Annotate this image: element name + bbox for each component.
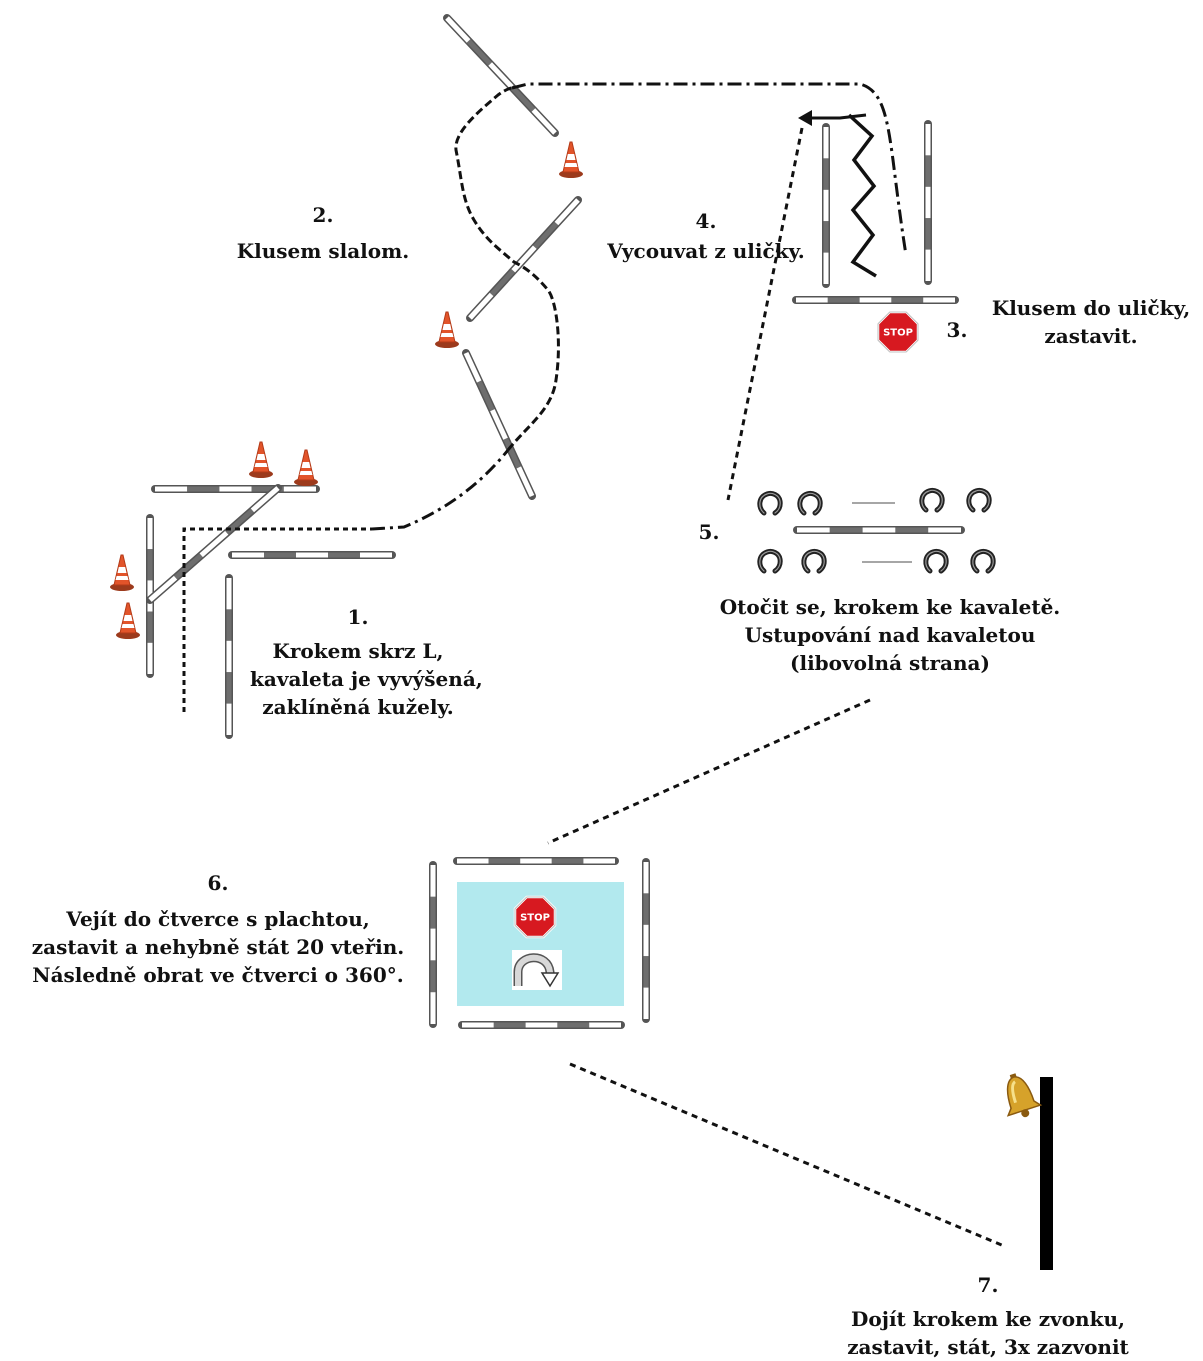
horseshoe-icon <box>760 551 780 571</box>
bell-icon <box>1006 1073 1043 1118</box>
station-text-line: zastavit. <box>1044 324 1138 348</box>
station-text-line: zastavit, stát, 3x zazvonit <box>847 1335 1129 1359</box>
poles-layer <box>146 14 965 1029</box>
station-text-line: zaklíněná kužely. <box>262 695 454 719</box>
pole-icon <box>146 484 282 604</box>
svg-text:STOP: STOP <box>883 328 913 339</box>
pole-icon <box>443 14 559 137</box>
station-text-line: (libovolná strana) <box>790 651 990 675</box>
route-4-5 <box>726 127 804 501</box>
stop-sign-icon: STOP <box>876 310 920 354</box>
station-4-label: 4. Vycouvat z uličky. <box>592 207 820 265</box>
horseshoe-icon <box>922 490 942 510</box>
station-text-line: Ustupování nad kavaletou <box>744 623 1036 647</box>
station-text-line: Dojít krokem ke zvonku, <box>851 1307 1125 1331</box>
pole-icon <box>466 196 582 322</box>
station-number: 7. <box>977 1273 999 1297</box>
traffic-cone-icon <box>109 554 135 592</box>
route-lines <box>182 82 1005 1248</box>
station-number: 2. <box>312 203 334 227</box>
route-segment-1-2 <box>371 449 510 531</box>
route-top <box>511 82 908 256</box>
horseshoe-icon <box>760 493 780 513</box>
backup-zigzag-arrow <box>798 110 877 278</box>
station-7-label: 7. Dojít krokem ke zvonku, zastavit, stá… <box>838 1271 1138 1361</box>
route-slalom <box>454 86 560 451</box>
station-1-label: 1. Krokem skrz L, kavaleta je vyvýšená, … <box>250 603 483 721</box>
stop-sign-icon: STOP <box>513 895 557 939</box>
station-2-label: 2. Klusem slalom. <box>221 201 425 265</box>
traffic-cone-icon <box>293 449 319 487</box>
traffic-cone-icon <box>434 311 460 349</box>
horseshoe-icon <box>969 490 989 510</box>
station-number: 6. <box>207 871 229 895</box>
station-6-label: 6. Vejít do čtverce s plachtou, zastavit… <box>8 869 428 989</box>
bell-post <box>1040 1077 1053 1270</box>
station-5-label: Otočit se, krokem ke kavaletě. Ustupován… <box>690 593 1090 677</box>
horseshoes <box>760 490 993 571</box>
horseshoe-icon <box>973 551 993 571</box>
route-5-6 <box>547 698 871 845</box>
station-text-line: Následně obrat ve čtverci o 360°. <box>32 963 404 987</box>
station-text-line: Vycouvat z uličky. <box>607 239 805 263</box>
station-text-line: Klusem slalom. <box>236 239 410 263</box>
station-number: 4. <box>695 209 717 233</box>
traffic-cone-icon <box>248 441 274 479</box>
traffic-cone-icon <box>115 602 141 640</box>
traffic-cone-icon <box>558 141 584 179</box>
horseshoe-icon <box>800 493 820 513</box>
route-6-7 <box>569 1062 1005 1248</box>
station-5-number: 5. <box>698 520 720 544</box>
station-number: 1. <box>347 605 369 629</box>
u-turn-arrow-icon <box>512 950 562 990</box>
route-segment-1 <box>182 527 372 712</box>
station-text-line: Klusem do uličky, <box>991 296 1191 320</box>
station-text-line: Otočit se, krokem ke kavaletě. <box>719 595 1061 619</box>
station-text-line: Vejít do čtverce s plachtou, <box>66 907 370 931</box>
station-3-label: Klusem do uličky, zastavit. <box>982 294 1200 350</box>
svg-text:STOP: STOP <box>520 913 550 924</box>
horseshoe-icon <box>926 551 946 571</box>
station-text-line: zastavit a nehybně stát 20 vteřin. <box>31 935 405 959</box>
pole-icon <box>462 349 536 500</box>
station-text-line: Krokem skrz L, <box>272 639 444 663</box>
station-text-line: kavaleta je vyvýšená, <box>250 667 483 691</box>
station-3-number: 3. <box>946 318 968 342</box>
horseshoe-icon <box>804 551 824 571</box>
